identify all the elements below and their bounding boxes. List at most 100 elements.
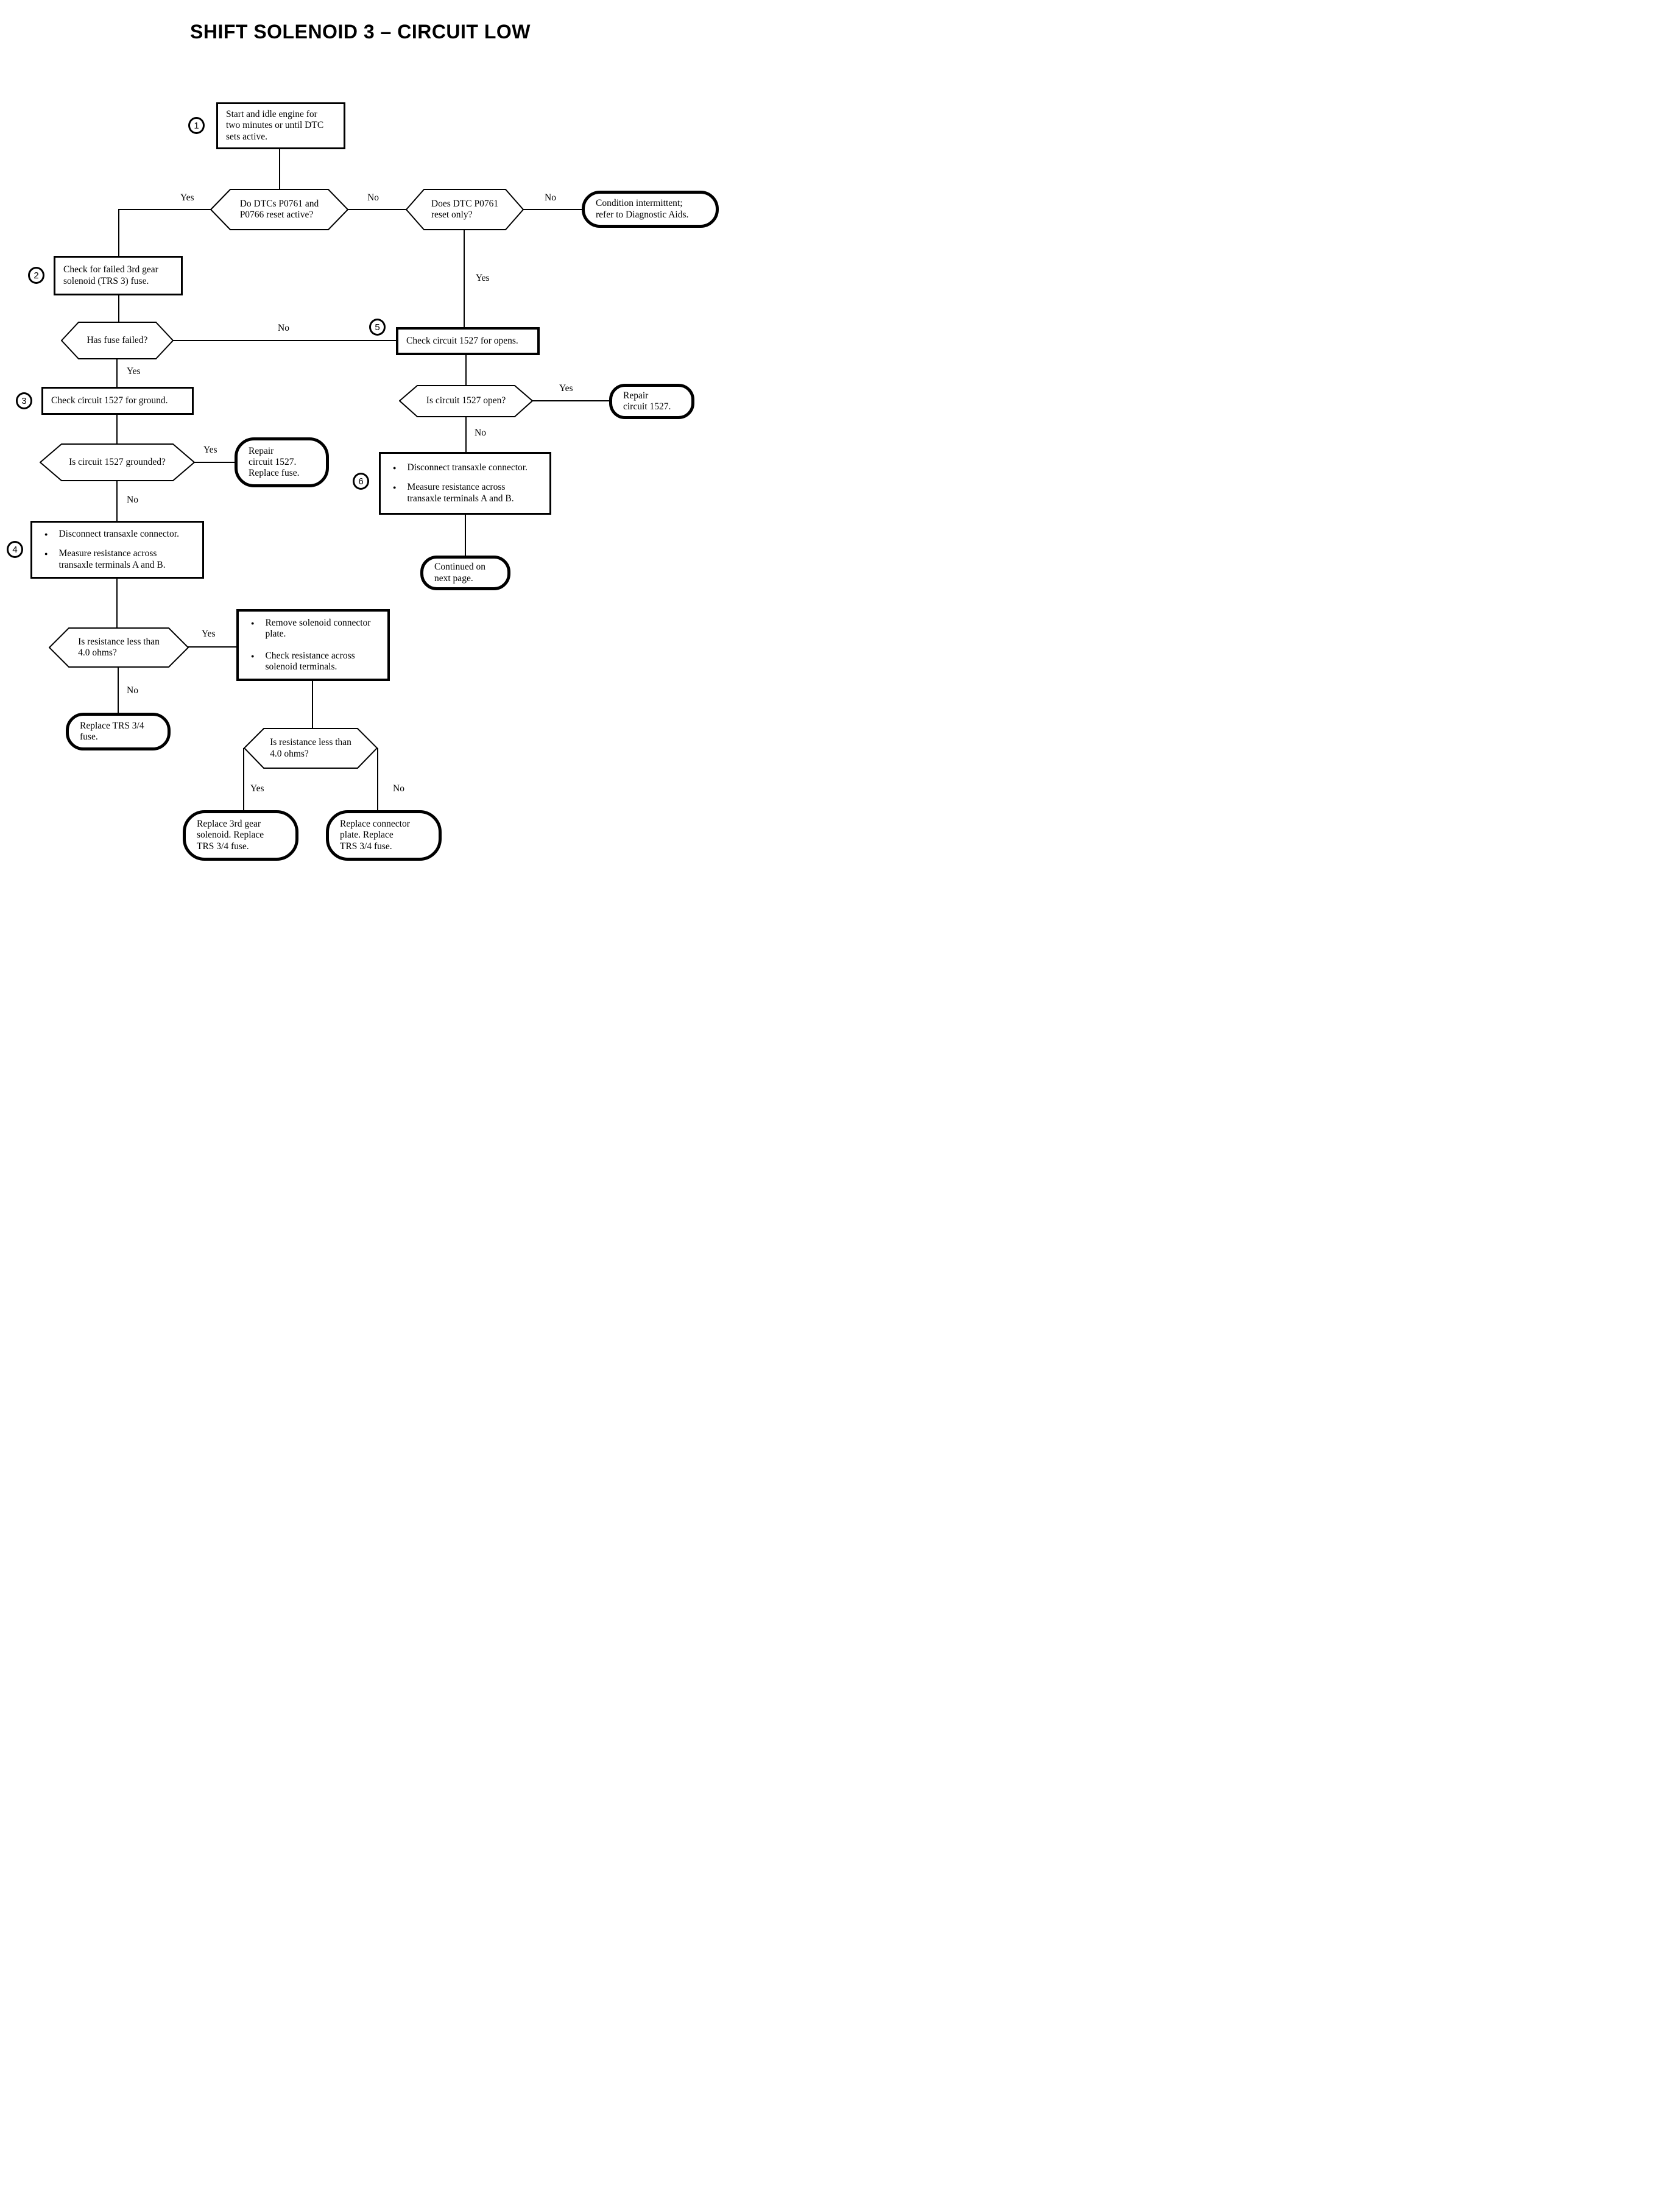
node-text: Has fuse failed?: [86, 334, 148, 345]
bullet-item: ●Check resistance across solenoid termin…: [251, 651, 370, 673]
node-text: Does DTC P0761 reset only?: [431, 198, 499, 220]
step-badge-5: 5: [369, 319, 386, 336]
node-text: Replace TRS 3/4 fuse.: [80, 720, 144, 742]
terminal-continued-next-page: Continued on next page.: [420, 556, 510, 590]
connector-line: [173, 340, 397, 341]
step-number: 1: [194, 120, 199, 131]
terminal-replace-plate: Replace connector plate. Replace TRS 3/4…: [326, 810, 442, 861]
step-badge-6: 6: [353, 473, 369, 490]
decision-dtc-p0761-only: Does DTC P0761 reset only?: [406, 189, 524, 230]
node-text: Continued on next page.: [434, 562, 485, 584]
hexagon-outline: [61, 322, 174, 359]
connector-line: [465, 355, 467, 386]
terminal-replace-trs-fuse: Replace TRS 3/4 fuse.: [66, 713, 171, 750]
process-check-circuit-opens: Check circuit 1527 for opens.: [396, 327, 540, 355]
connector-line: [532, 400, 610, 401]
step-badge-1: 1: [188, 117, 205, 134]
decision-has-fuse-failed: Has fuse failed?: [61, 322, 174, 359]
hexagon-outline: [210, 189, 348, 230]
hexagon-outline: [40, 443, 195, 481]
edge-label-no: No: [393, 783, 404, 794]
edge-label-yes: Yes: [202, 629, 216, 639]
step-badge-4: 4: [7, 541, 23, 558]
bullet-item: ● Disconnect transaxle connector.: [44, 529, 179, 540]
flowchart-canvas: SHIFT SOLENOID 3 – CIRCUIT LOW Yes No No…: [0, 0, 721, 948]
bullet-text: Measure resistance across transaxle term…: [58, 548, 166, 570]
decision-dtc-reset-active: Do DTCs P0761 and P0766 reset active?: [210, 189, 348, 230]
bullet-item: ● Disconnect transaxle connector.: [393, 462, 528, 473]
edge-label-no: No: [127, 495, 138, 505]
connector-line: [464, 230, 465, 328]
connector-line: [116, 414, 118, 444]
connector-line: [465, 514, 466, 556]
edge-label-no: No: [367, 192, 379, 203]
bullet-text: Check resistance across solenoid termina…: [265, 650, 355, 672]
decision-resistance-less-2: Is resistance less than 4.0 ohms?: [244, 728, 378, 769]
terminal-replace-solenoid: Replace 3rd gear solenoid. Replace TRS 3…: [183, 810, 298, 861]
page-title: SHIFT SOLENOID 3 – CIRCUIT LOW: [189, 21, 531, 43]
process-transaxle-check-4: ● Disconnect transaxle connector. ● Measur…: [30, 521, 204, 579]
edge-label-yes: Yes: [476, 273, 490, 283]
node-text: Check circuit 1527 for opens.: [406, 335, 518, 346]
process-remove-solenoid-plate: ● Remove solenoid connector plate. ●Check…: [236, 609, 390, 681]
decision-circuit-grounded: Is circuit 1527 grounded?: [40, 443, 195, 481]
bullet-icon: ●: [44, 551, 48, 557]
hexagon-outline: [49, 627, 189, 668]
connector-line: [312, 680, 313, 729]
process-check-circuit-ground: Check circuit 1527 for ground.: [41, 387, 194, 415]
node-text: Is circuit 1527 grounded?: [69, 456, 166, 467]
node-text: Start and idle engine for two minutes or…: [226, 109, 324, 142]
edge-label-no: No: [475, 428, 486, 438]
bullet-item: ● Remove solenoid connector plate.: [251, 618, 370, 640]
step-number: 6: [358, 476, 364, 487]
step-number: 2: [34, 270, 39, 281]
decision-resistance-less-1: Is resistance less than 4.0 ohms?: [49, 627, 189, 668]
node-text: Repair circuit 1527. Replace fuse.: [249, 445, 300, 479]
edge-label-yes: Yes: [250, 783, 264, 794]
hexagon-outline: [399, 385, 533, 417]
node-text: Do DTCs P0761 and P0766 reset active?: [239, 198, 319, 220]
process-start-idle-engine: Start and idle engine for two minutes or…: [216, 102, 345, 149]
step-badge-2: 2: [28, 267, 44, 284]
connector-line: [348, 209, 406, 210]
connector-line: [116, 578, 118, 628]
terminal-repair-circuit: Repair circuit 1527.: [609, 384, 694, 419]
edge-label-yes: Yes: [180, 192, 194, 203]
terminal-repair-circuit-replace-fuse: Repair circuit 1527. Replace fuse.: [235, 437, 329, 487]
bullet-text: Disconnect transaxle connector.: [407, 462, 528, 473]
connector-line: [465, 417, 467, 453]
edge-label-yes: Yes: [127, 366, 141, 376]
bullet-text: Disconnect transaxle connector.: [58, 529, 179, 540]
bullet-item: ● Measure resistance across transaxle ter…: [393, 482, 528, 504]
edge-label-no: No: [545, 192, 556, 203]
connector-line: [279, 149, 280, 189]
terminal-condition-intermittent: Condition intermittent; refer to Diagnos…: [582, 191, 719, 228]
node-text: Check for failed 3rd gear solenoid (TRS …: [63, 264, 158, 286]
bullet-icon: ●: [393, 484, 397, 491]
bullet-text: Remove solenoid connector plate.: [265, 617, 371, 640]
node-text: Repair circuit 1527.: [623, 390, 671, 412]
node-text: Check circuit 1527 for ground.: [51, 395, 168, 406]
decision-circuit-open: Is circuit 1527 open?: [399, 385, 533, 417]
node-text: Replace 3rd gear solenoid. Replace TRS 3…: [197, 819, 264, 852]
step-number: 3: [21, 395, 27, 406]
connector-line: [118, 209, 119, 256]
hexagon-outline: [406, 189, 524, 230]
edge-label-yes: Yes: [559, 383, 573, 394]
process-check-fuse: Check for failed 3rd gear solenoid (TRS …: [54, 256, 183, 295]
step-badge-3: 3: [16, 392, 32, 409]
connector-line: [116, 481, 118, 521]
hexagon-outline: [244, 728, 378, 769]
node-text: Is resistance less than 4.0 ohms?: [78, 636, 160, 658]
connector-line: [118, 667, 119, 713]
bullet-icon: ●: [251, 620, 255, 626]
bullet-text: Measure resistance across transaxle term…: [407, 482, 514, 504]
connector-line: [188, 646, 237, 648]
node-text: Condition intermittent; refer to Diagnos…: [596, 198, 689, 220]
connector-line: [523, 209, 582, 210]
process-transaxle-check-6: ● Disconnect transaxle connector. ● Measur…: [379, 452, 551, 515]
step-number: 4: [12, 544, 18, 555]
edge-label-no: No: [278, 323, 289, 333]
bullet-icon: ●: [44, 531, 48, 538]
bullet-icon: ●: [393, 465, 397, 471]
